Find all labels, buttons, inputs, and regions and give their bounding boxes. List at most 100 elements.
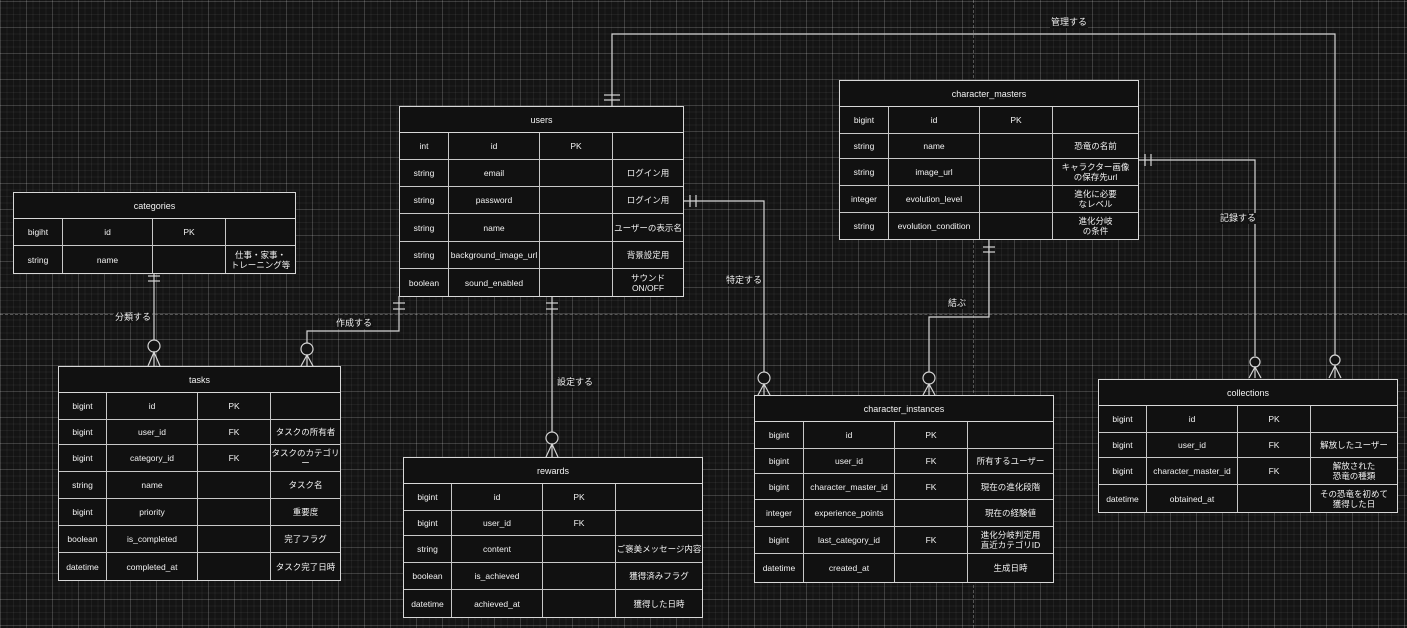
cell-type: bigint [755,422,804,448]
cell-note [1053,107,1138,133]
cell-key [540,214,613,241]
cell-note: ユーザーの表示名 [614,222,682,233]
cell-type: bigint [59,445,107,471]
cell-key: FK [1238,458,1311,484]
cell-type: string [14,246,63,273]
cell-column: name [107,472,198,498]
cell-key: PK [895,422,968,448]
rel-label-classify[interactable]: 分類する [114,312,153,323]
cell-note [968,422,1053,448]
cell-type: datetime [59,553,107,580]
cell-type: bigint [1099,406,1147,432]
cell-type: string [840,213,889,239]
cell-type: bigiht [14,219,63,245]
cell-type: string [400,214,449,241]
cell-column: id [1147,406,1238,432]
rel-categories-tasks[interactable] [147,271,161,367]
cell-column: id [804,422,895,448]
cell-type: bigint [1099,433,1147,457]
cell-key: FK [1238,433,1311,457]
cell-column: background_image_url [449,242,540,268]
rel-users-instances[interactable] [684,195,771,396]
cell-note: キャラクター画像 の保存先url [1061,162,1130,182]
cell-note [616,511,702,535]
rel-users-rewards[interactable] [545,296,559,458]
rel-label-record[interactable]: 記録する [1219,213,1258,224]
cell-column: name [63,246,153,273]
entity-title: tasks [59,367,340,393]
rel-label-create[interactable]: 作成する [335,318,374,329]
cell-type: boolean [404,563,452,589]
cell-type: string [840,134,889,158]
rel-users-tasks[interactable] [300,296,405,367]
cell-column: user_id [452,511,543,535]
cell-column: created_at [804,554,895,582]
cell-note: 重要度 [292,507,319,517]
rel-label-manage[interactable]: 管理する [1050,17,1089,28]
cell-type: string [59,472,107,498]
cell-type: bigint [59,393,107,419]
rel-masters-collections[interactable] [1139,154,1262,379]
cell-note: 解放された 恐竜の種類 [1332,461,1376,481]
cell-key: PK [540,133,613,159]
cell-note: 現在の経験値 [984,508,1036,518]
cell-column: character_master_id [804,474,895,499]
cell-column: category_id [107,445,198,471]
cell-column: name [889,134,980,158]
rel-label-set[interactable]: 設定する [556,377,595,388]
rel-label-link[interactable]: 結ぶ [947,298,968,309]
rel-label-identify[interactable]: 特定する [725,275,764,286]
cell-column: obtained_at [1147,485,1238,512]
cell-key [198,499,271,525]
cell-key: FK [198,420,271,444]
rel-masters-instances[interactable] [922,240,995,396]
cell-type: bigint [59,499,107,525]
rel-users-collections[interactable] [604,33,1342,379]
cell-note [616,484,702,510]
